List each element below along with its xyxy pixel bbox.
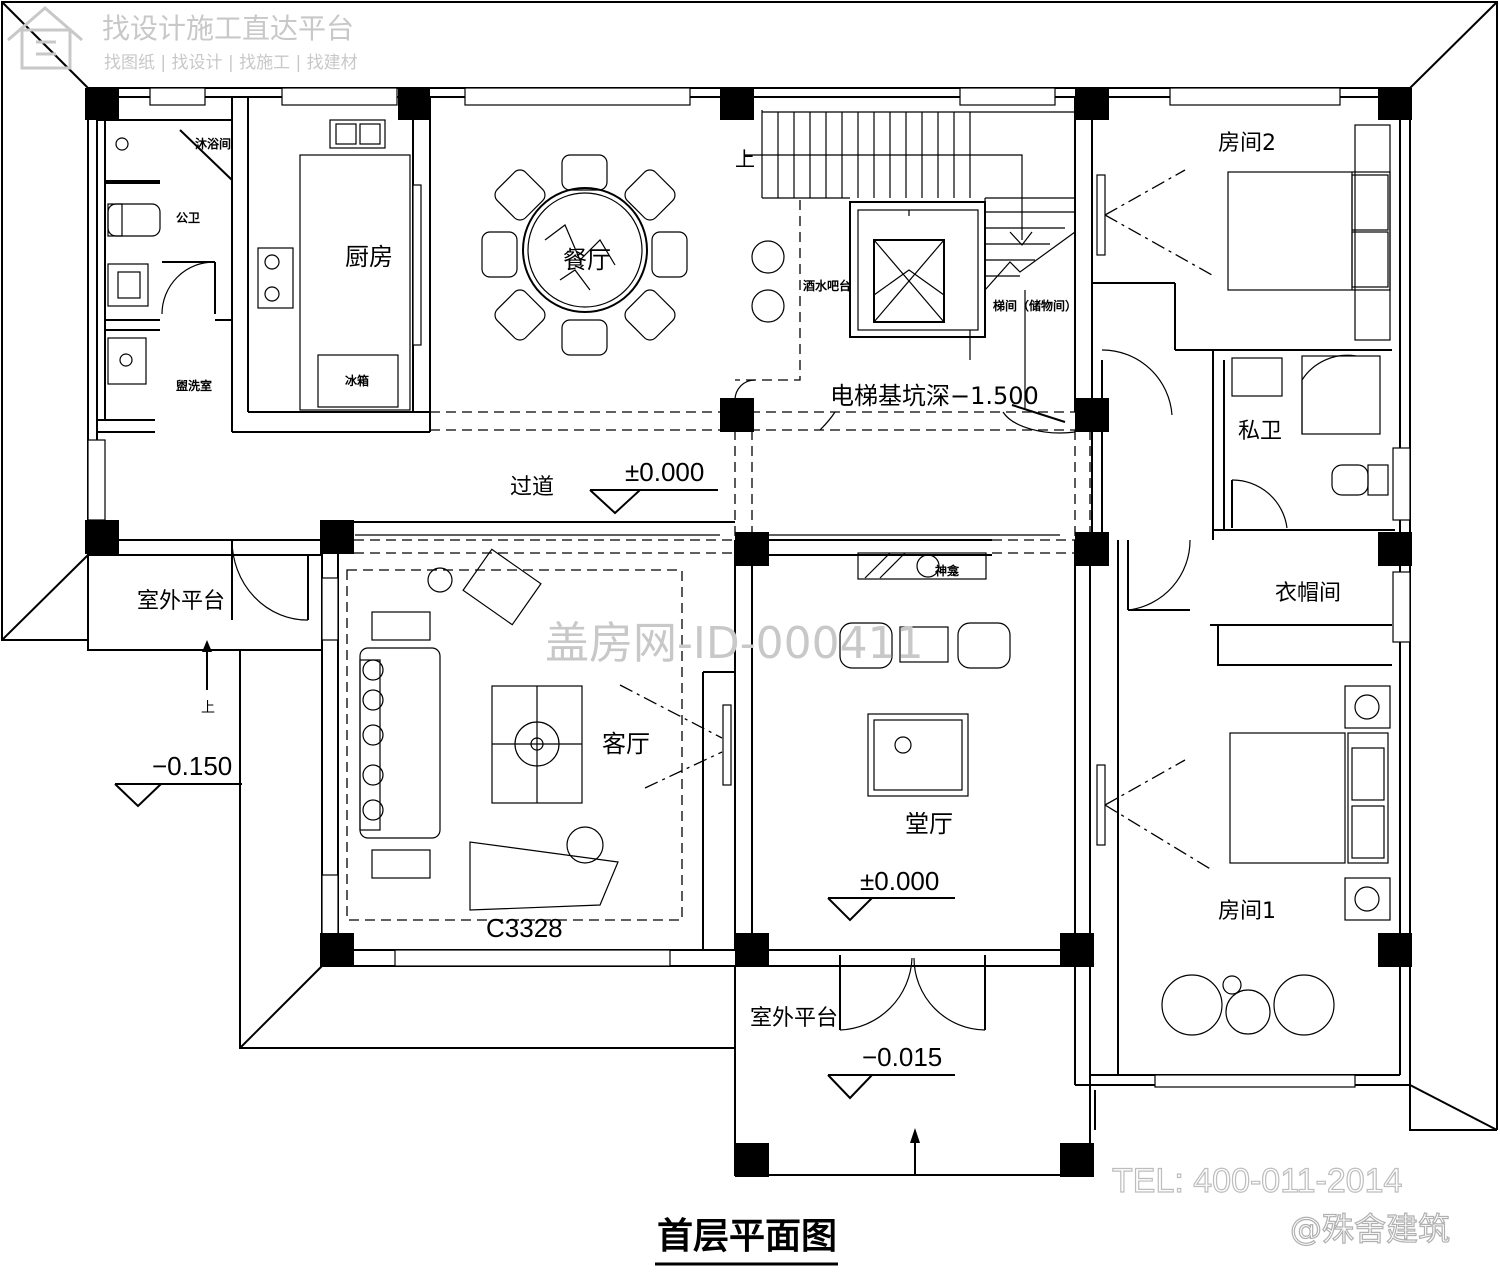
windows [87,87,1411,1088]
label-wash-room: 盥洗室 [176,378,212,393]
kitchen-fixtures [257,119,411,411]
label-kitchen: 厨房 [345,243,393,271]
label-dining: 餐厅 [563,246,611,274]
header-slogan: 找设计施工直达平台 [102,12,354,45]
label-corridor-level: ±0.000 [625,457,704,487]
watermark: 盖房网-ID-000411 [545,618,924,669]
label-hall: 堂厅 [905,810,953,838]
label-outdoor-front: 室外平台 [750,1006,838,1031]
label-outdoor-left: 室外平台 [137,589,225,614]
room-labels: 沐浴间 公卫 盥洗室 厨房 冰箱 餐厅 酒水吧台 梯间（储物间） 电梯基坑深−1… [137,131,1341,1072]
label-up-left: 上 [201,700,215,716]
stair [745,110,1076,410]
label-window-code: C3328 [486,913,563,943]
label-public-toilet: 公卫 [176,211,200,225]
footer-brand: @殊舍建筑 [1290,1210,1450,1248]
living-furniture [346,548,723,921]
doors [161,261,1288,1031]
private-bath-fixtures [1231,354,1389,496]
header-logo: 找设计施工直达平台 找图纸 | 找设计 | 找施工 | 找建材 [7,6,358,73]
label-private-bath: 私卫 [1238,419,1282,444]
house-logo-icon [7,6,83,70]
bath-fixtures [105,137,161,385]
room1-furniture [1104,685,1391,1036]
label-fridge: 冰箱 [345,373,369,388]
label-level-left: −0.150 [152,751,232,781]
hall-furniture [839,552,1011,797]
label-room2: 房间2 [1218,131,1276,156]
label-up-stair: 上 [735,147,755,171]
interior-walls [97,97,1395,1075]
drawing-title: 首层平面图 [657,1216,837,1257]
label-wine-bar: 酒水吧台 [803,278,851,293]
label-living-room: 客厅 [602,730,650,758]
beam-lines [338,411,1091,554]
label-bath-shower: 沐浴间 [195,136,231,151]
dining-table [481,154,785,356]
room2-bed [1104,124,1391,341]
columns [85,88,1412,1177]
label-hall-level: ±0.000 [860,866,939,896]
label-stair-storage: 梯间（储物间） [993,298,1077,313]
label-room1: 房间1 [1218,899,1276,924]
label-wardrobe: 衣帽间 [1275,581,1341,606]
roof-outline [1,1,1498,1131]
footer-phone: TEL: 400-011-2014 [1112,1162,1402,1200]
label-shrine: 神龛 [935,563,960,578]
label-level-front: −0.015 [862,1042,942,1072]
level-markers [114,489,955,1175]
label-elevator-pit: 电梯基坑深−1.500 [830,382,1039,410]
header-links: 找图纸 | 找设计 | 找施工 | 找建材 [104,53,358,73]
label-corridor: 过道 [510,475,554,500]
